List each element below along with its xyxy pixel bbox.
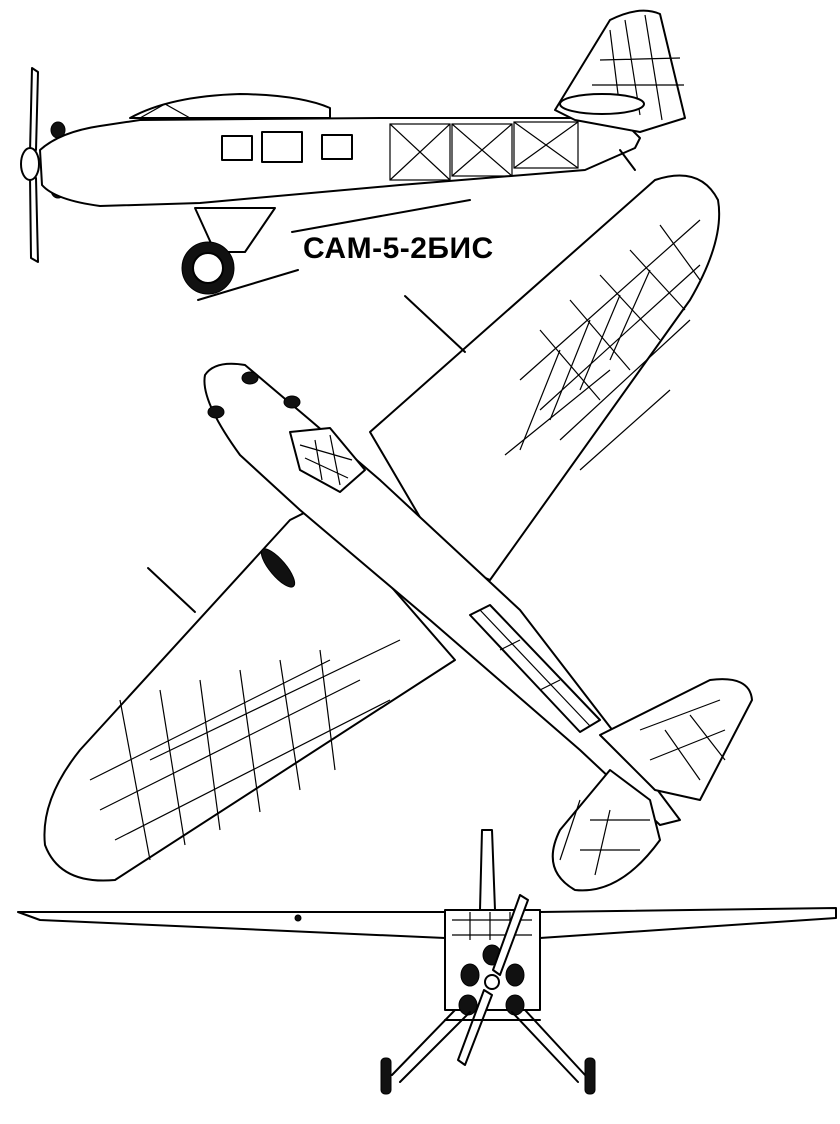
fuselage-side bbox=[39, 117, 641, 207]
pitot-left bbox=[147, 567, 196, 613]
propeller-blade-upper bbox=[29, 67, 39, 153]
aircraft-designation: САМ-5-2БИС bbox=[303, 232, 494, 265]
tail-skid bbox=[619, 149, 636, 171]
leader-line bbox=[197, 269, 299, 301]
front-wheel-right bbox=[584, 1057, 596, 1095]
fabric-panels bbox=[389, 121, 579, 181]
front-fin bbox=[479, 829, 496, 911]
wing-ribs-left bbox=[89, 639, 401, 861]
top-view bbox=[43, 174, 753, 892]
main-wheel-top bbox=[260, 548, 296, 588]
door bbox=[261, 131, 303, 163]
canopy bbox=[129, 93, 331, 119]
strut-side bbox=[291, 199, 471, 233]
cockpit-glazing bbox=[289, 427, 366, 493]
spinner bbox=[20, 147, 40, 181]
front-prop-lower bbox=[457, 989, 493, 1066]
front-wheel-left bbox=[380, 1057, 392, 1095]
tailplane-left bbox=[551, 769, 661, 892]
cylinder-top-1 bbox=[241, 371, 259, 385]
front-spinner bbox=[484, 974, 500, 990]
nav-light bbox=[294, 914, 302, 922]
tailplane-right bbox=[599, 678, 753, 801]
front-wing-left bbox=[17, 911, 446, 939]
gear-fairing bbox=[194, 207, 276, 253]
window-2 bbox=[321, 134, 353, 160]
main-wheel-hub bbox=[192, 252, 224, 284]
wing-right-planform bbox=[369, 174, 721, 581]
cylinder-top-2 bbox=[207, 405, 225, 419]
stabilizer-side bbox=[559, 93, 645, 115]
front-prop-upper bbox=[492, 894, 529, 976]
wing-ribs-right bbox=[504, 219, 701, 471]
front-view bbox=[17, 829, 837, 1095]
front-wing-right bbox=[539, 907, 837, 939]
propeller-blade-lower bbox=[29, 175, 39, 263]
side-view bbox=[20, 9, 686, 301]
window-1 bbox=[221, 135, 253, 161]
pitot-right bbox=[404, 295, 466, 353]
cylinder-top-3 bbox=[283, 395, 301, 409]
